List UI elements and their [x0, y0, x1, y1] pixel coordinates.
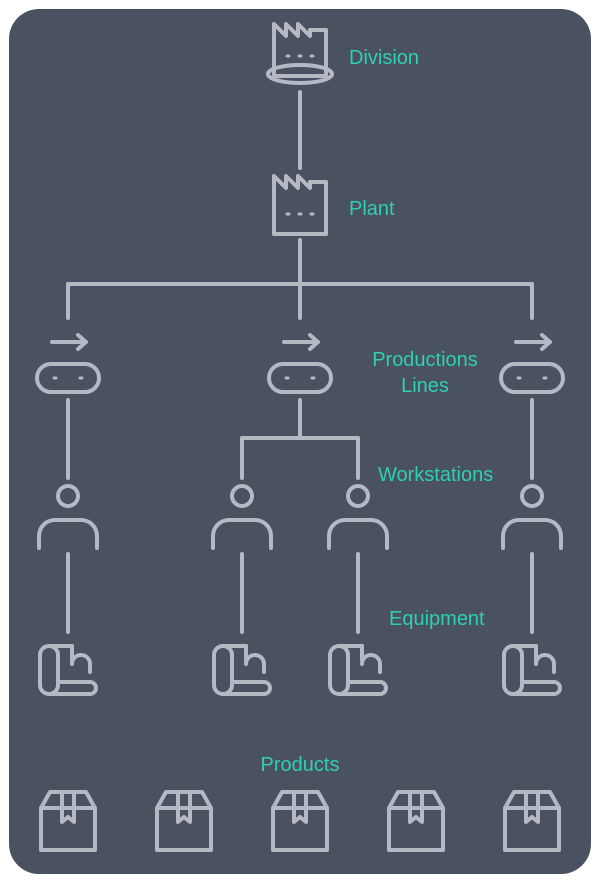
- machine-icon: [328, 644, 388, 696]
- worker-icon: [501, 484, 563, 550]
- box-icon: [271, 790, 329, 852]
- factory-icon: [272, 174, 328, 236]
- box-icon: [155, 790, 213, 852]
- conveyor-icon: [267, 333, 333, 394]
- machine-icon: [38, 644, 98, 696]
- connector-line2-workstations: [240, 436, 360, 480]
- machine-icon: [502, 644, 562, 696]
- box-icon: [39, 790, 97, 852]
- factory-icon: [266, 22, 334, 85]
- label-production-lines-line2: Lines: [401, 375, 449, 397]
- label-production-lines: Productions Lines: [352, 347, 498, 399]
- worker-icon: [327, 484, 389, 550]
- conveyor-icon: [35, 333, 101, 394]
- label-products: Products: [260, 754, 340, 776]
- connector-lines: [66, 90, 534, 634]
- worker-icon: [211, 484, 273, 550]
- label-plant: Plant: [349, 198, 395, 220]
- conveyor-icon: [499, 333, 565, 394]
- box-icon: [387, 790, 445, 852]
- box-icon: [503, 790, 561, 852]
- worker-icon: [37, 484, 99, 550]
- label-production-lines-line1: Productions: [372, 349, 478, 371]
- label-workstations: Workstations: [378, 464, 494, 486]
- label-division: Division: [349, 47, 420, 69]
- label-equipment: Equipment: [389, 608, 485, 630]
- machine-icon: [212, 644, 272, 696]
